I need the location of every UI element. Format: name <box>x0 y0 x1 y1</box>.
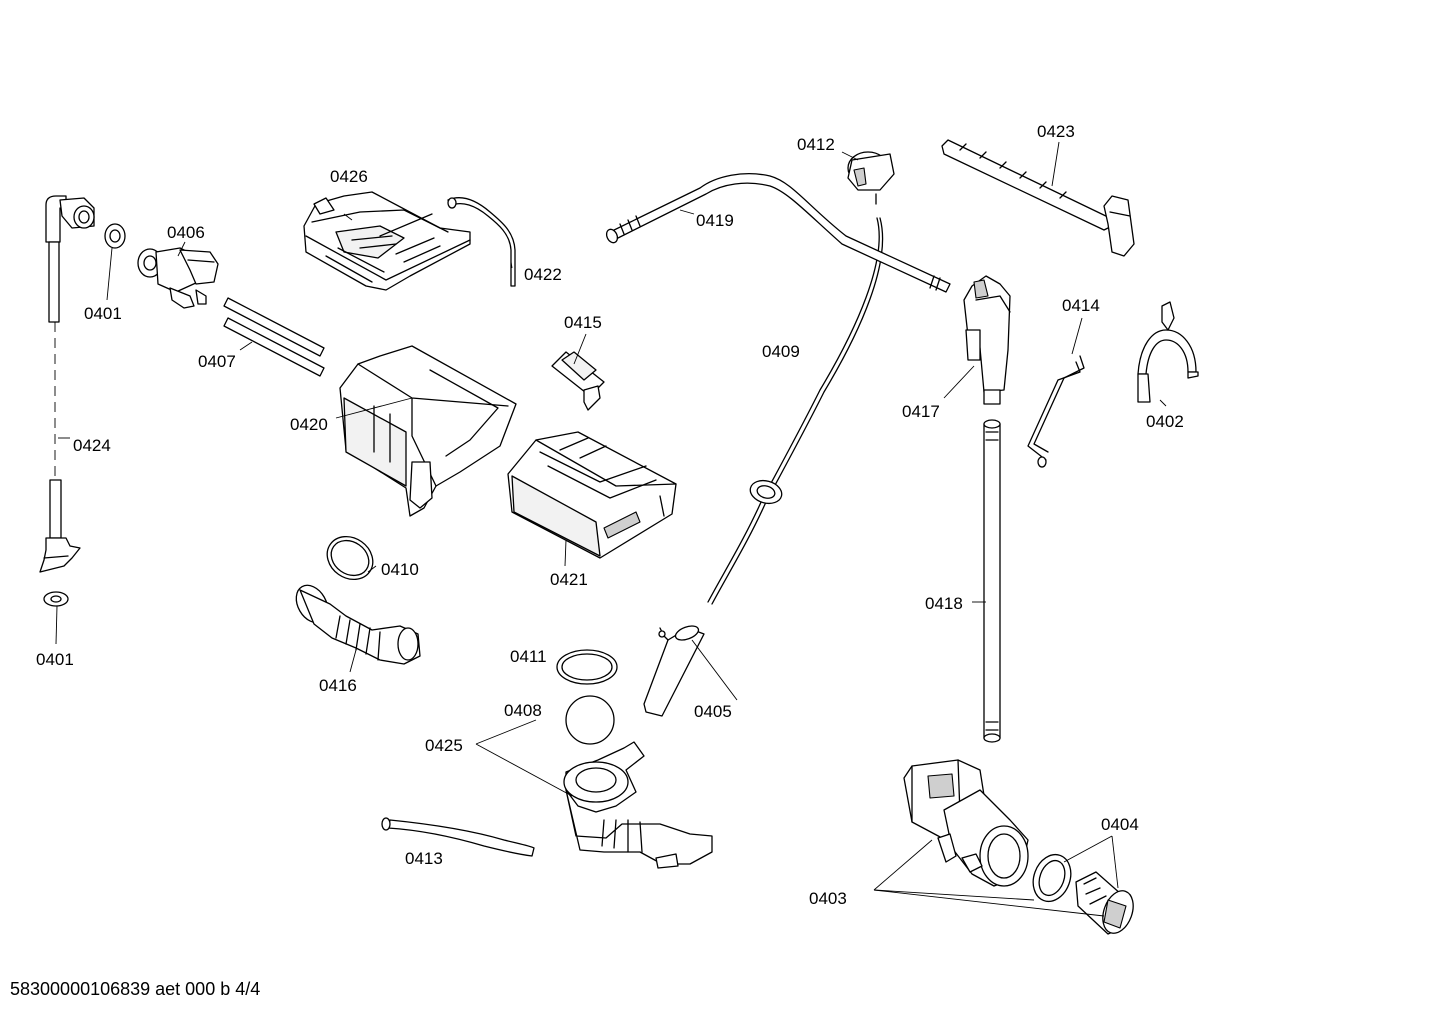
part-0409-pressure-hose <box>707 217 884 605</box>
part-0407-hoses <box>223 297 325 377</box>
part-0406-inlet-valve <box>137 247 219 309</box>
label-0406: 0406 <box>167 223 205 242</box>
label-0401-lower: 0401 <box>36 650 74 669</box>
label-0420: 0420 <box>290 415 328 434</box>
part-0414-bracket <box>1027 355 1085 468</box>
label-0407: 0407 <box>198 352 236 371</box>
label-0423: 0423 <box>1037 122 1075 141</box>
leader-lines <box>55 141 1167 917</box>
label-0403: 0403 <box>809 889 847 908</box>
part-0422-hose <box>447 197 516 287</box>
label-0416: 0416 <box>319 676 357 695</box>
label-0418: 0418 <box>925 594 963 613</box>
part-0418-hose <box>983 419 1001 743</box>
label-0424: 0424 <box>73 436 111 455</box>
document-id-footer: 58300000106839 aet 000 b 4/4 <box>10 979 261 999</box>
part-0413-hose <box>381 817 535 857</box>
part-0401-washer-lower <box>43 591 69 607</box>
part-0410-gasket <box>326 535 374 581</box>
part-0401-washer-upper <box>104 223 126 249</box>
part-0425-drain-sump <box>563 741 713 869</box>
part-0426-housing-lid <box>303 191 471 291</box>
part-0404-filter <box>1032 853 1134 935</box>
part-0405-heater <box>643 625 705 717</box>
part-0419-hose <box>605 173 951 293</box>
part-0417-air-trap <box>963 275 1011 405</box>
part-labels: 0401 0424 0401 0406 0407 0426 0422 0420 … <box>36 122 1184 908</box>
part-0411-gasket <box>556 649 618 685</box>
label-0419: 0419 <box>696 211 734 230</box>
label-0415: 0415 <box>564 313 602 332</box>
part-0403-drain-pump <box>903 759 1029 887</box>
label-0408: 0408 <box>504 701 542 720</box>
label-0411: 0411 <box>510 647 547 666</box>
label-0409: 0409 <box>762 342 800 361</box>
label-0412: 0412 <box>797 135 835 154</box>
label-0410: 0410 <box>381 560 419 579</box>
part-0420-dispenser-housing <box>339 345 517 517</box>
part-0423-rail <box>941 139 1135 257</box>
label-0425: 0425 <box>425 736 463 755</box>
label-0402: 0402 <box>1146 412 1184 431</box>
part-0412-pressure-switch <box>847 151 895 205</box>
label-0401-upper: 0401 <box>84 304 122 323</box>
label-0421: 0421 <box>550 570 588 589</box>
label-0413: 0413 <box>405 849 443 868</box>
label-0426: 0426 <box>330 167 368 186</box>
part-0408-ball <box>565 695 615 745</box>
label-0422: 0422 <box>524 265 562 284</box>
label-0417: 0417 <box>902 402 940 421</box>
part-0415-clip <box>551 351 605 411</box>
part-0416-bellows <box>295 584 421 665</box>
label-0404: 0404 <box>1101 815 1139 834</box>
label-0414: 0414 <box>1062 296 1100 315</box>
label-0405: 0405 <box>694 702 732 721</box>
part-0421-dispenser-drawer <box>507 431 677 559</box>
part-0424-inlet-hose <box>39 195 95 573</box>
part-0402-u-hose <box>1137 301 1199 403</box>
